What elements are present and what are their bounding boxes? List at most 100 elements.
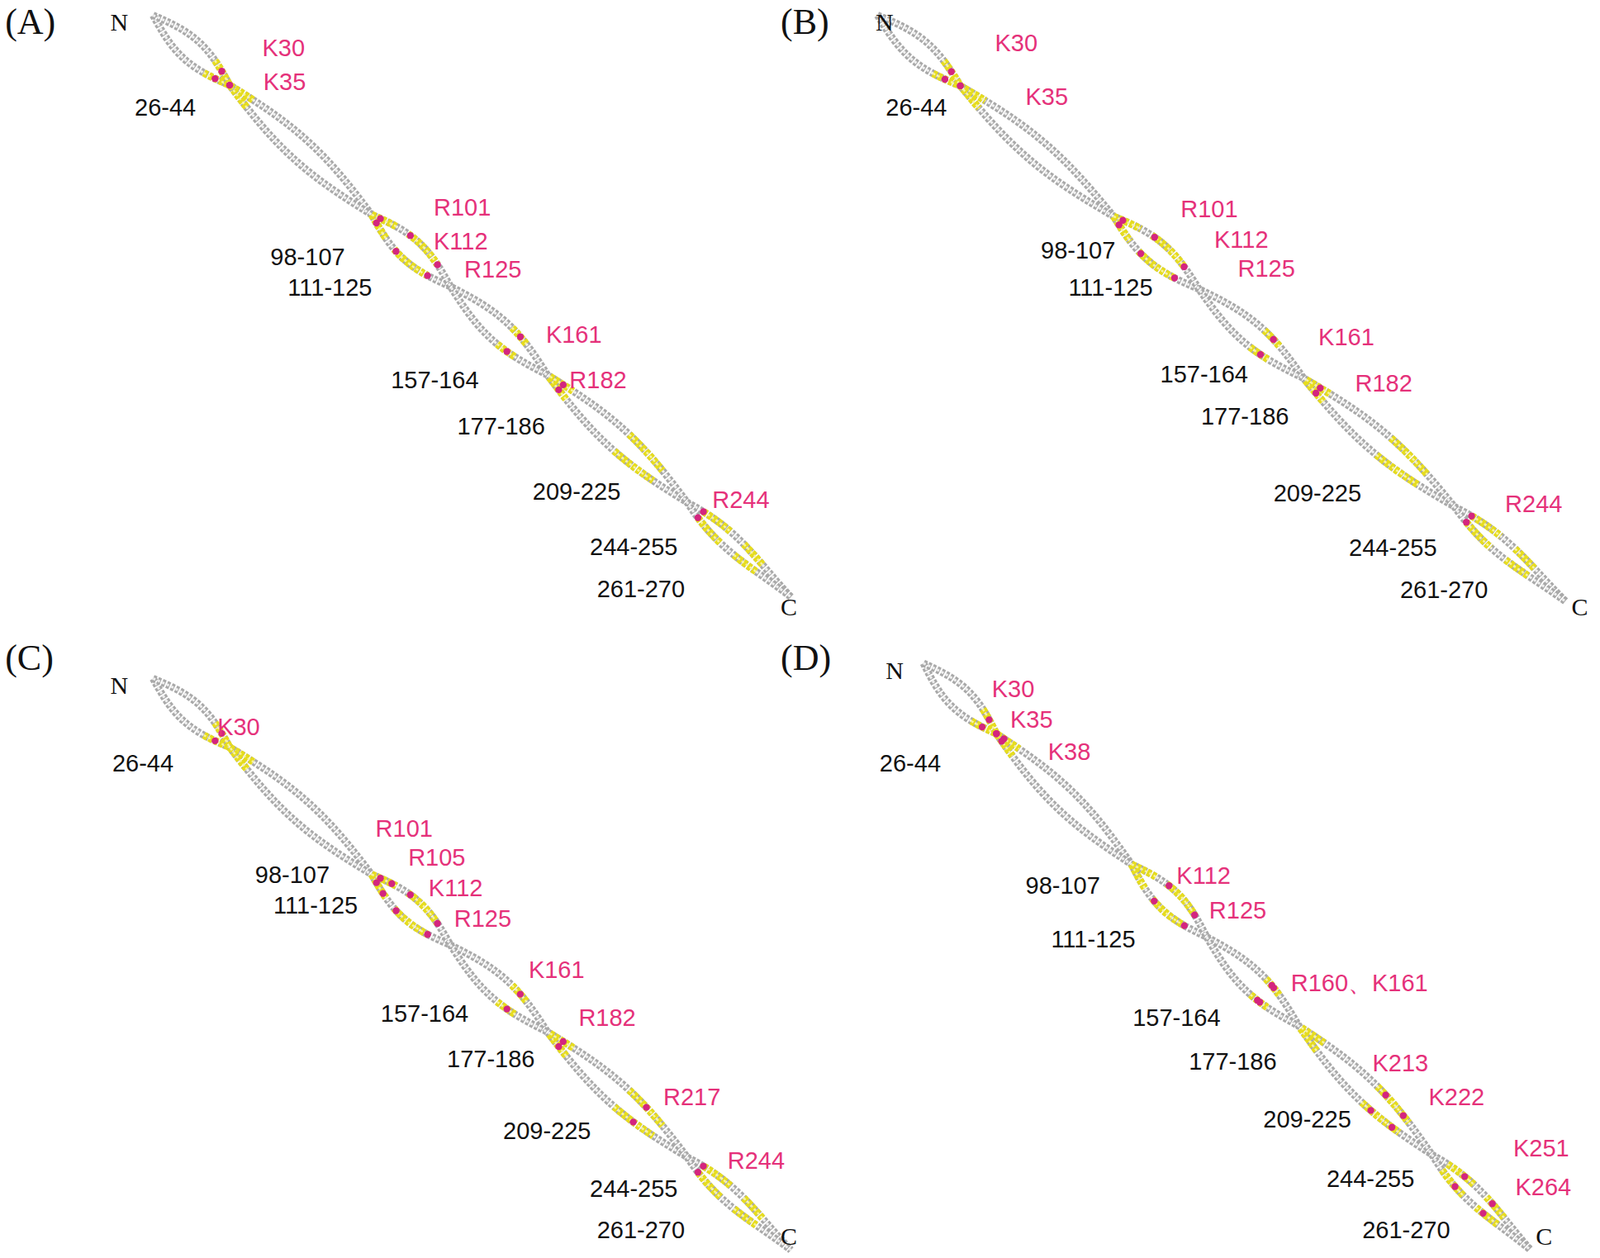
residue-label: R101: [433, 194, 491, 219]
range-label: 177-186: [446, 1047, 535, 1072]
peptide-highlight: [614, 1106, 654, 1136]
modified-residue: [1191, 911, 1198, 919]
residue-label: R244: [1505, 492, 1563, 517]
peptide-highlight-core: [371, 874, 398, 888]
modified-residue: [503, 347, 510, 355]
range-label: 111-125: [287, 275, 372, 300]
peptide-highlight: [214, 60, 247, 108]
peptide-highlight-core: [497, 344, 515, 357]
residue-label: K161: [528, 957, 585, 982]
peptide-highlight: [1138, 251, 1175, 278]
modified-residue: [1181, 921, 1188, 929]
peptide-highlight-core: [697, 517, 721, 544]
modified-residue: [978, 723, 986, 731]
modified-residue: [1256, 998, 1263, 1006]
modified-residue: [392, 906, 399, 914]
peptide-highlight-core: [982, 708, 1013, 756]
range-label: 209-225: [1262, 1107, 1351, 1132]
modified-residue: [1367, 1106, 1374, 1114]
modified-residue: [1388, 1124, 1396, 1131]
modified-residue: [376, 874, 384, 882]
modified-residue: [1257, 351, 1264, 358]
peptide-highlight-core: [734, 1209, 757, 1226]
modified-residue: [1137, 250, 1145, 257]
peptide-highlight: [629, 1090, 663, 1126]
peptide-highlight-core: [734, 555, 757, 572]
modified-residue: [997, 737, 1005, 745]
modified-residue: [642, 1103, 650, 1111]
peptide-highlight: [1265, 978, 1279, 996]
peptide-highlight: [1113, 216, 1141, 229]
residue-label: K161: [1318, 324, 1375, 349]
peptide-highlight-core: [1301, 1027, 1325, 1043]
modified-residue: [226, 81, 233, 89]
modified-residue: [407, 891, 414, 898]
helix-strand: [877, 15, 1567, 603]
residue-label: R182: [569, 367, 627, 392]
peptide-highlight: [1152, 235, 1185, 267]
range-label: 26-44: [112, 751, 174, 776]
peptide-highlight-core: [1466, 522, 1491, 548]
helix-strand: [152, 678, 791, 1250]
peptide-highlight: [1466, 522, 1491, 548]
peptide-highlight-core: [1476, 1207, 1498, 1225]
residue-label: K30: [994, 30, 1038, 55]
modified-residue: [517, 990, 524, 998]
modified-residue: [1150, 897, 1158, 905]
modified-residue: [423, 930, 431, 938]
residue-label: K35: [1010, 707, 1054, 732]
residue-label: R125: [454, 906, 512, 931]
modified-residue: [699, 508, 707, 515]
range-label: 244-255: [1348, 536, 1437, 561]
peptide-highlight-core: [1377, 1086, 1410, 1123]
residue-label: R125: [1237, 256, 1295, 281]
range-label: 98-107: [270, 245, 345, 270]
peptide-highlight-core: [1264, 330, 1281, 347]
peptide-highlight: [697, 517, 721, 544]
helix-strand-core: [152, 15, 791, 598]
peptide-highlight: [1505, 560, 1530, 577]
modified-residue: [1180, 263, 1187, 271]
modified-residue: [699, 1163, 707, 1170]
modified-residue: [211, 75, 219, 82]
modified-residue: [1151, 233, 1159, 241]
residue-label: R217: [663, 1084, 721, 1109]
coiled-coil: [877, 15, 1567, 603]
residue-label: K38: [1048, 740, 1092, 765]
peptide-highlight-core: [1391, 437, 1428, 475]
modified-residue: [941, 75, 949, 83]
range-label: 261-270: [597, 1217, 685, 1242]
peptide-highlight: [1250, 994, 1268, 1007]
peptide-highlight: [497, 1001, 515, 1015]
peptide-highlight-core: [214, 60, 247, 108]
helix-strand: [877, 15, 1567, 603]
helix-strand-core: [152, 678, 791, 1250]
peptide-highlight-core: [1152, 235, 1185, 267]
peptide-highlight: [371, 874, 398, 888]
modified-residue: [1119, 217, 1126, 224]
helix-strand: [152, 678, 791, 1250]
helix-strand-core: [923, 663, 1531, 1250]
residue-label: K112: [1176, 863, 1231, 888]
modified-residue: [433, 261, 441, 268]
residue-label: K35: [1025, 85, 1069, 110]
modified-residue: [694, 1168, 702, 1176]
panel-letter: (A): [4, 4, 56, 41]
peptide-highlight: [1476, 1207, 1498, 1225]
range-label: 157-164: [1160, 362, 1249, 387]
modified-residue: [388, 880, 395, 888]
range-label: 244-255: [589, 535, 678, 560]
peptide-highlight: [944, 61, 980, 109]
terminus-label: C: [1535, 1224, 1553, 1249]
residue-label: K35: [263, 69, 307, 94]
modified-residue: [1316, 384, 1324, 392]
range-label: 261-270: [1362, 1217, 1450, 1242]
modified-residue: [407, 232, 414, 239]
peptide-highlight: [1391, 437, 1428, 475]
range-label: 157-164: [1132, 1005, 1221, 1030]
modified-residue: [560, 381, 567, 389]
residue-label: K222: [1428, 1084, 1485, 1109]
residue-label: R101: [375, 816, 433, 841]
range-label: 177-186: [1201, 404, 1289, 429]
